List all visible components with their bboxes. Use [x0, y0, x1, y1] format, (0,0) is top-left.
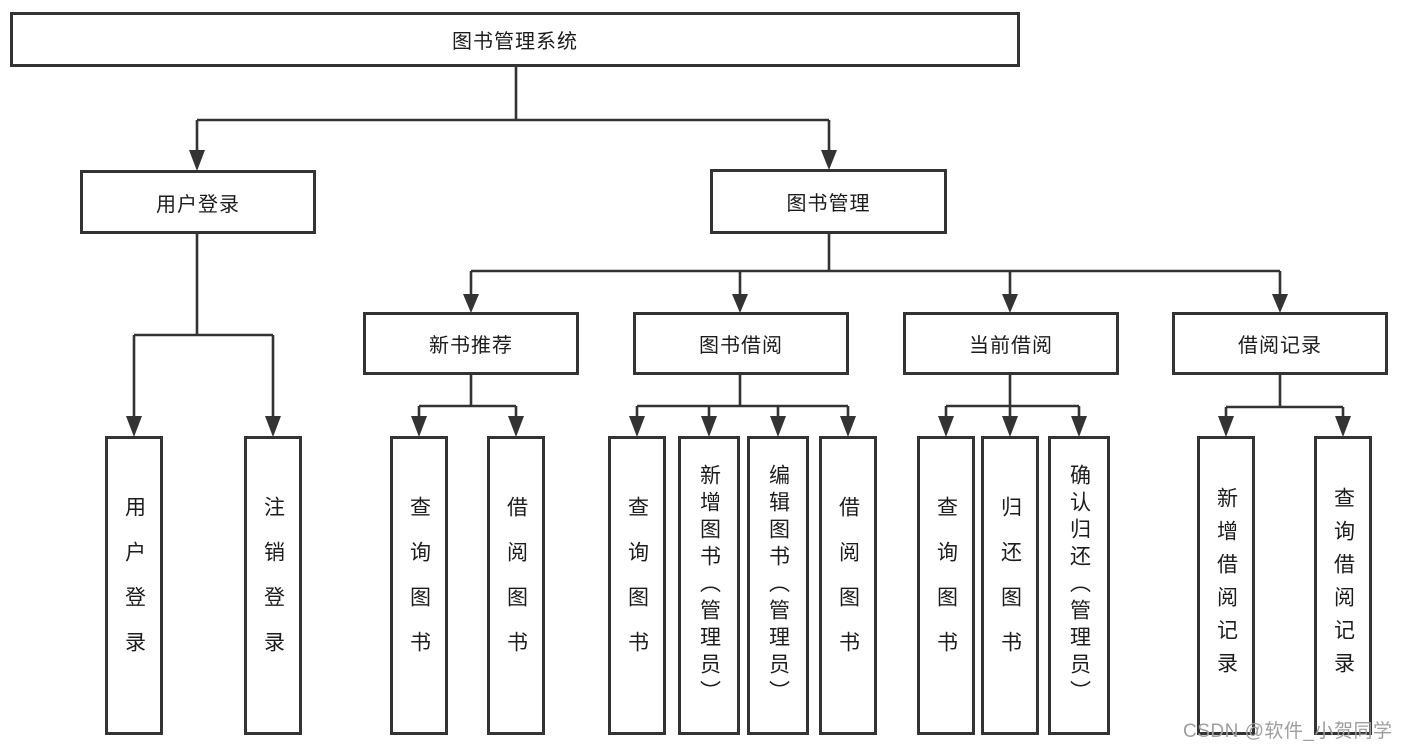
- leaf-confirm-return-admin: 确认归还（管理员）: [1048, 436, 1110, 735]
- node-label: 当前借阅: [969, 335, 1053, 357]
- leaf-label: 借阅图书: [836, 495, 860, 676]
- leaf-add-books-admin: 新增图书（管理员）: [678, 436, 740, 735]
- leaf-query-books-recommend: 查询图书: [390, 436, 448, 735]
- node-label: 新书推荐: [429, 335, 513, 357]
- node-current-borrowing: 当前借阅: [903, 312, 1119, 375]
- leaf-label: 新增借阅记录: [1214, 486, 1238, 685]
- leaf-label: 确认归还（管理员）: [1067, 464, 1091, 707]
- node-book-borrowing: 图书借阅: [633, 312, 849, 375]
- node-library-management-system: 图书管理系统: [10, 12, 1020, 67]
- leaf-query-books-current: 查询图书: [917, 436, 975, 735]
- leaf-return-books: 归还图书: [981, 436, 1039, 735]
- node-label: 借阅记录: [1238, 335, 1322, 357]
- leaf-borrow-books-recommend: 借阅图书: [487, 436, 545, 735]
- leaf-label: 注销登录: [261, 495, 285, 676]
- node-label: 用户登录: [156, 193, 240, 216]
- leaf-label: 查询借阅记录: [1331, 486, 1355, 685]
- leaf-edit-books-admin: 编辑图书（管理员）: [747, 436, 809, 735]
- node-label: 图书管理: [786, 193, 871, 215]
- leaf-user-login: 用户登录: [105, 436, 163, 735]
- leaf-label: 查询图书: [934, 495, 958, 676]
- leaf-add-borrow-record: 新增借阅记录: [1197, 436, 1255, 735]
- leaf-query-borrow-record: 查询借阅记录: [1314, 436, 1372, 735]
- leaf-label: 查询图书: [407, 495, 431, 676]
- leaf-borrow-books: 借阅图书: [819, 436, 877, 735]
- connector-paths: [132, 67, 1345, 417]
- leaf-query-books-borrowing: 查询图书: [608, 436, 666, 735]
- node-user-login: 用户登录: [80, 170, 316, 234]
- node-new-book-recommend: 新书推荐: [363, 312, 579, 375]
- node-book-management: 图书管理: [710, 169, 947, 234]
- leaf-label: 查询图书: [625, 495, 649, 676]
- leaf-label: 借阅图书: [504, 495, 528, 676]
- leaf-logout: 注销登录: [244, 436, 302, 735]
- leaf-label: 归还图书: [998, 495, 1022, 676]
- node-label: 图书管理系统: [452, 31, 578, 53]
- leaf-label: 新增图书（管理员）: [697, 464, 721, 707]
- node-borrowing-records: 借阅记录: [1172, 312, 1388, 375]
- csdn-watermark: CSDN @软件_小贺同学: [1183, 721, 1393, 742]
- leaf-label: 用户登录: [122, 495, 146, 676]
- leaf-label: 编辑图书（管理员）: [766, 464, 790, 707]
- node-label: 图书借阅: [699, 335, 783, 357]
